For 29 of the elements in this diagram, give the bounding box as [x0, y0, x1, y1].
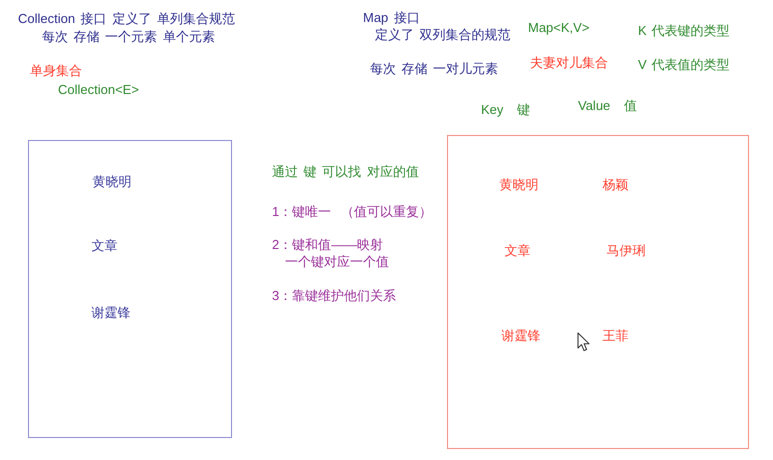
- note-text: Value 值: [578, 98, 637, 114]
- entry-text: 黄晓明: [500, 176, 538, 192]
- type-text: Collection<E>: [58, 82, 139, 98]
- note-text: 每次 存储 一对儿元素: [370, 61, 498, 77]
- heading-text: Map 接口: [363, 10, 420, 26]
- type-text: Map<K,V>: [528, 20, 590, 36]
- note-text: V 代表值的类型: [638, 57, 730, 73]
- entry-text: 文章: [504, 242, 530, 258]
- map-box: [447, 135, 749, 449]
- note-text: 2：键和值——映射: [272, 237, 384, 253]
- note-text: 夫妻对儿集合: [530, 55, 608, 71]
- heading-text: Collection 接口 定义了 单列集合规范: [18, 11, 235, 27]
- note-text: 每次 存储 一个元素 单个元素: [42, 29, 215, 45]
- note-text: 一个键对应一个值: [285, 254, 389, 270]
- note-text: 3：靠键维护他们关系: [272, 288, 396, 304]
- entry-text: 谢霆锋: [502, 328, 540, 344]
- entry-text: 谢霆锋: [92, 304, 130, 320]
- entry-text: 黄晓明: [92, 174, 132, 190]
- collection-box: [28, 140, 232, 438]
- entry-text: 王菲: [602, 328, 628, 344]
- note-text: Key 键: [481, 102, 530, 118]
- note-text: 定义了 双列集合的规范: [375, 27, 511, 43]
- note-text: 单身集合: [30, 63, 82, 79]
- entry-text: 杨颖: [602, 176, 628, 192]
- entry-text: 文章: [92, 238, 118, 254]
- note-text: 通过 键 可以找 对应的值: [272, 164, 419, 180]
- note-text: K 代表键的类型: [638, 23, 730, 39]
- note-text: 1：键唯一 （值可以重复）: [272, 204, 432, 220]
- entry-text: 马伊琍: [606, 242, 646, 258]
